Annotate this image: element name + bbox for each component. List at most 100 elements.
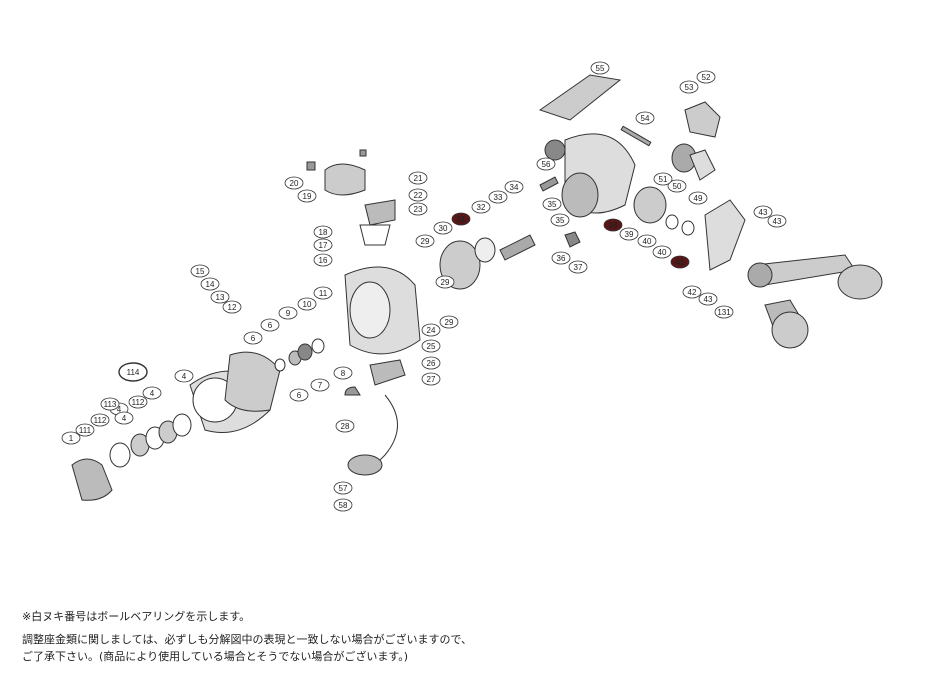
callout-1: 1 <box>61 431 81 445</box>
callout-number: 36 <box>557 254 566 263</box>
callout-bubble <box>635 111 655 125</box>
callout-114: 114 <box>118 362 148 382</box>
callout-number: 41 <box>676 258 685 267</box>
callout-number: 15 <box>196 267 205 276</box>
callout-bubble <box>568 260 588 274</box>
callout-number: 55 <box>596 64 605 73</box>
callout-bubble <box>619 227 639 241</box>
callout-33: 33 <box>488 190 508 204</box>
callout-43: 43 <box>698 292 718 306</box>
callout-number: 32 <box>477 203 486 212</box>
callout-number: 14 <box>206 280 215 289</box>
callout-bubble <box>222 300 242 314</box>
callout-54: 54 <box>635 111 655 125</box>
callout-number: 35 <box>548 200 557 209</box>
callout-bubble <box>335 419 355 433</box>
callout-bubble <box>174 369 194 383</box>
callout-12: 12 <box>222 300 242 314</box>
callout-number: 6 <box>268 321 273 330</box>
callout-bubble <box>313 238 333 252</box>
callout-number: 10 <box>303 300 312 309</box>
callout-number: 6 <box>251 334 256 343</box>
part-callouts: 1444466678910111213141516171819202122232… <box>61 61 787 512</box>
callout-bubble <box>408 171 428 185</box>
callout-bubble <box>542 197 562 211</box>
callout-number: 4 <box>122 414 127 423</box>
callout-bubble <box>408 202 428 216</box>
callout-bubble <box>435 275 455 289</box>
callout-number: 23 <box>414 205 423 214</box>
callout-number: 29 <box>441 278 450 287</box>
callout-number: 22 <box>414 191 423 200</box>
callout-32: 32 <box>471 200 491 214</box>
callout-bubble <box>550 213 570 227</box>
callout-bubble <box>313 225 333 239</box>
callout-112: 112 <box>90 413 110 427</box>
callout-34: 34 <box>504 180 524 194</box>
callout-57: 57 <box>333 481 353 495</box>
callout-number: 17 <box>319 241 328 250</box>
note-washer-disclaimer-1: 調整座金類に関しましては、必ずしも分解図中の表現と一致しない場合がございますので… <box>22 633 473 646</box>
callout-number: 9 <box>286 309 291 318</box>
callout-55: 55 <box>590 61 610 75</box>
callout-14: 14 <box>200 277 220 291</box>
callout-bubble <box>670 255 690 269</box>
callout-number: 26 <box>427 359 436 368</box>
callout-bubble <box>118 362 148 382</box>
callout-bubble <box>696 70 716 84</box>
callout-bubble <box>408 188 428 202</box>
callout-number: 111 <box>79 426 92 435</box>
callout-number: 34 <box>510 183 519 192</box>
callout-9: 9 <box>278 306 298 320</box>
callout-bubble <box>753 205 773 219</box>
callout-bubble <box>313 253 333 267</box>
callout-25: 25 <box>421 339 441 353</box>
callout-bubble <box>698 292 718 306</box>
callout-number: 49 <box>694 194 703 203</box>
callout-40: 40 <box>637 234 657 248</box>
callout-bubble <box>284 176 304 190</box>
callout-bubble <box>61 431 81 445</box>
callout-bubble <box>297 297 317 311</box>
callout-13: 13 <box>210 290 230 304</box>
callout-number: 50 <box>673 182 682 191</box>
callout-29: 29 <box>435 275 455 289</box>
callout-113: 113 <box>100 397 120 411</box>
callout-bubble <box>289 388 309 402</box>
callout-bubble <box>243 331 263 345</box>
callout-bubble <box>333 366 353 380</box>
callout-number: 40 <box>658 248 667 257</box>
callout-number: 29 <box>445 318 454 327</box>
callout-22: 22 <box>408 188 428 202</box>
callout-bubble <box>75 423 95 437</box>
callout-number: 31 <box>457 215 466 224</box>
callout-number: 29 <box>421 237 430 246</box>
callout-36: 36 <box>551 251 571 265</box>
callout-number: 40 <box>643 237 652 246</box>
callout-23: 23 <box>408 202 428 216</box>
callout-112: 112 <box>128 395 148 409</box>
callout-bubble <box>421 339 441 353</box>
callout-number: 58 <box>339 501 348 510</box>
callout-131: 131 <box>714 305 734 319</box>
callout-number: 18 <box>319 228 328 237</box>
callout-number: 51 <box>659 175 668 184</box>
callout-24: 24 <box>421 323 441 337</box>
callout-4: 4 <box>142 386 162 400</box>
callout-56: 56 <box>536 157 556 171</box>
callout-bubble <box>471 200 491 214</box>
callout-number: 33 <box>494 193 503 202</box>
callout-28: 28 <box>335 419 355 433</box>
callout-bubble <box>603 218 623 232</box>
callout-43: 43 <box>767 214 787 228</box>
callout-number: 53 <box>685 83 694 92</box>
callout-6: 6 <box>243 331 263 345</box>
callout-number: 112 <box>132 398 145 407</box>
callout-bubble <box>439 315 459 329</box>
callout-111: 111 <box>75 423 95 437</box>
callout-bubble <box>421 356 441 370</box>
callout-number: 27 <box>427 375 436 384</box>
reel-parts-artwork <box>71 74 883 501</box>
callout-bubble <box>310 378 330 392</box>
callout-number: 35 <box>556 216 565 225</box>
